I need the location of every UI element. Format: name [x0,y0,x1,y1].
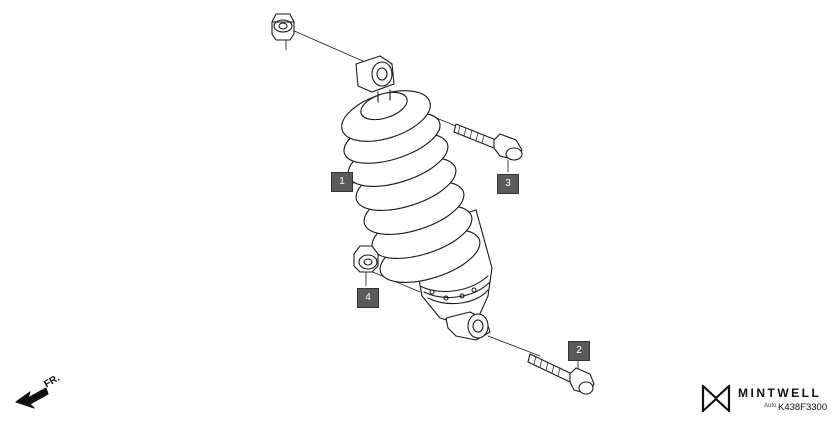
upper-bolt [453,123,523,161]
brand-name: MINTWELL [738,386,822,400]
callout-2: 2 [568,341,590,361]
callout-4: 4 [357,288,379,308]
front-direction-arrow [15,387,49,409]
part-code: K438F3300 [778,402,828,413]
lower-nut [353,245,379,273]
brand-logo-mark [701,384,731,413]
callout-1: 1 [331,172,353,192]
callout-3: 3 [497,174,519,194]
lower-bolt [527,353,595,395]
shock-absorber [341,55,493,341]
top-nut [271,13,295,41]
brand-tagline: Auto [764,403,777,409]
